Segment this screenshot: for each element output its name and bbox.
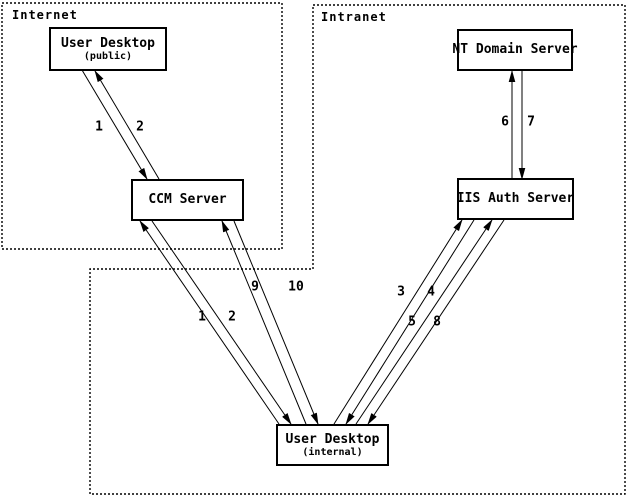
edge-arrow-1 (139, 220, 280, 425)
iis-auth-server-box (457, 178, 574, 220)
edge-arrow-9 (221, 220, 307, 425)
ccm-server-box (131, 179, 244, 221)
edge-arrow-1 (81, 69, 148, 180)
edge-arrow-5 (355, 219, 493, 425)
edge-arrow-2 (94, 70, 160, 180)
edge-arrow-10 (233, 220, 319, 425)
edge-arrow-8 (367, 219, 505, 425)
edge-arrow-3 (333, 219, 463, 425)
edge-arrow-2 (151, 220, 292, 425)
nt-domain-server-box (457, 29, 573, 71)
internet-region-border (1, 2, 283, 250)
user-desktop-public-box (49, 27, 167, 71)
intranet-region-border (89, 4, 626, 495)
edge-arrow-4 (345, 219, 475, 425)
user-desktop-internal-box (276, 424, 389, 466)
